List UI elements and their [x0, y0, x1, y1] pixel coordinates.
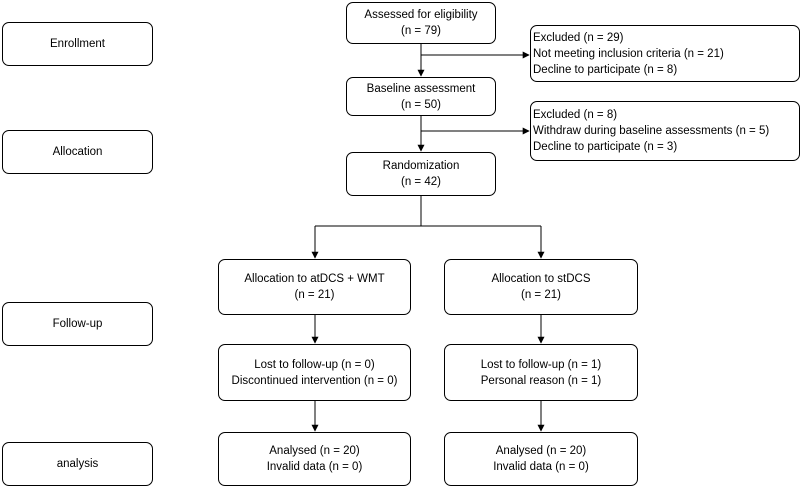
excluded1-reason-criteria: Not meeting inclusion criteria (n = 21) [533, 47, 724, 60]
randomization-box: Randomization (n = 42) [346, 152, 496, 196]
assessed-count: (n = 79) [401, 25, 441, 37]
alloc-b-count: (n = 21) [521, 289, 561, 301]
analysed-b-box: Analysed (n = 20) Invalid data (n = 0) [444, 432, 638, 486]
excluded2-reason-decline: Decline to participate (n = 3) [533, 141, 678, 153]
baseline-count: (n = 50) [401, 98, 441, 111]
analysed-a-box: Analysed (n = 20) Invalid data (n = 0) [218, 432, 411, 486]
alloc-a-box: Allocation to atDCS + WMT (n = 21) [218, 259, 411, 315]
alloc-a-title: Allocation to atDCS + WMT [244, 273, 385, 285]
randomization-title: Randomization [382, 160, 460, 172]
assessed-title: Assessed for eligibility [364, 9, 478, 21]
excluded2-box: Excluded (n = 8) Withdraw during baselin… [530, 101, 800, 161]
analysed-a-count: Analysed (n = 20) [269, 445, 360, 457]
stage-enrollment-label: Enrollment [50, 38, 105, 50]
lost-b-followup: Lost to follow-up (n = 1) [480, 358, 602, 371]
lost-a-followup: Lost to follow-up (n = 0) [254, 358, 375, 371]
analysed-a-invalid: Invalid data (n = 0) [266, 461, 363, 473]
excluded2-total: Excluded (n = 8) [533, 109, 618, 121]
lost-b-box: Lost to follow-up (n = 1) Personal reaso… [444, 344, 638, 401]
excluded1-total: Excluded (n = 29) [533, 31, 624, 44]
stage-followup: Follow-up [2, 302, 153, 346]
stage-allocation: Allocation [2, 130, 153, 174]
analysed-b-invalid: Invalid data (n = 0) [493, 461, 589, 473]
alloc-b-title: Allocation to stDCS [491, 273, 591, 285]
lost-b-reason: Personal reason (n = 1) [480, 374, 602, 387]
analysed-b-count: Analysed (n = 20) [495, 445, 587, 457]
stage-enrollment: Enrollment [2, 22, 153, 66]
stage-allocation-label: Allocation [52, 146, 103, 158]
alloc-a-count: (n = 21) [294, 289, 335, 301]
assessed-box: Assessed for eligibility (n = 79) [346, 2, 496, 44]
stage-followup-label: Follow-up [52, 318, 103, 330]
baseline-box: Baseline assessment (n = 50) [346, 77, 496, 116]
excluded1-reason-decline: Decline to participate (n = 8) [533, 63, 678, 76]
stage-analysis: analysis [2, 442, 153, 486]
excluded1-box: Excluded (n = 29) Not meeting inclusion … [530, 25, 800, 82]
lost-a-box: Lost to follow-up (n = 0) Discontinued i… [218, 344, 411, 401]
stage-analysis-label: analysis [56, 458, 99, 470]
lost-a-discontinued: Discontinued intervention (n = 0) [231, 374, 398, 387]
randomization-count: (n = 42) [401, 176, 441, 188]
excluded2-reason-withdraw: Withdraw during baseline assessments (n … [533, 125, 770, 137]
alloc-b-box: Allocation to stDCS (n = 21) [444, 259, 638, 315]
baseline-title: Baseline assessment [366, 82, 476, 95]
